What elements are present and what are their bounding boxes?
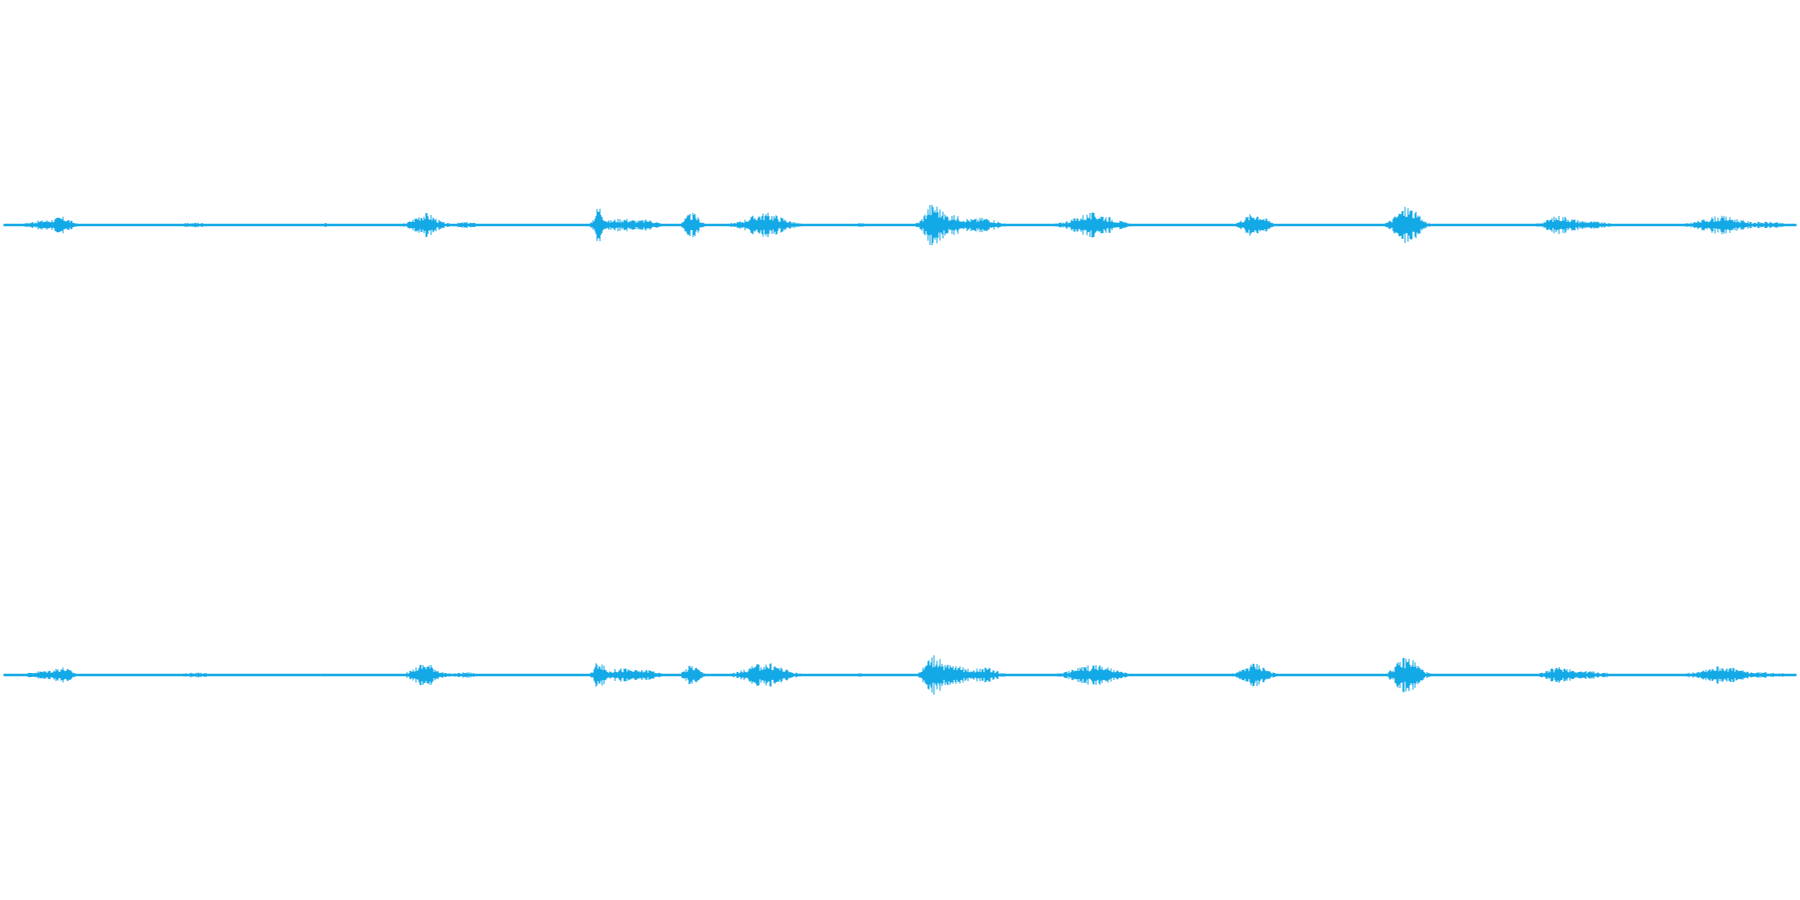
channel-2-waveform [3,655,1797,695]
waveform-envelope [3,204,1797,246]
channel-1-waveform [3,204,1797,246]
waveform-envelope [3,655,1797,695]
